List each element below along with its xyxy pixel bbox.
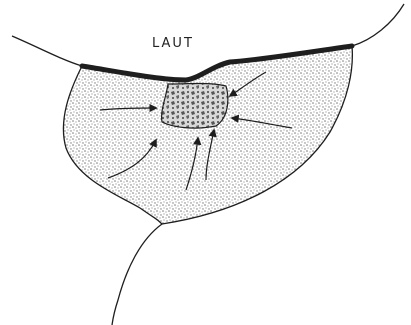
coastline-right <box>352 4 404 46</box>
sea-label: LAUT <box>152 36 194 51</box>
rubble-core <box>162 84 228 129</box>
outflow-tail <box>112 224 162 325</box>
coastline-left <box>12 36 82 66</box>
